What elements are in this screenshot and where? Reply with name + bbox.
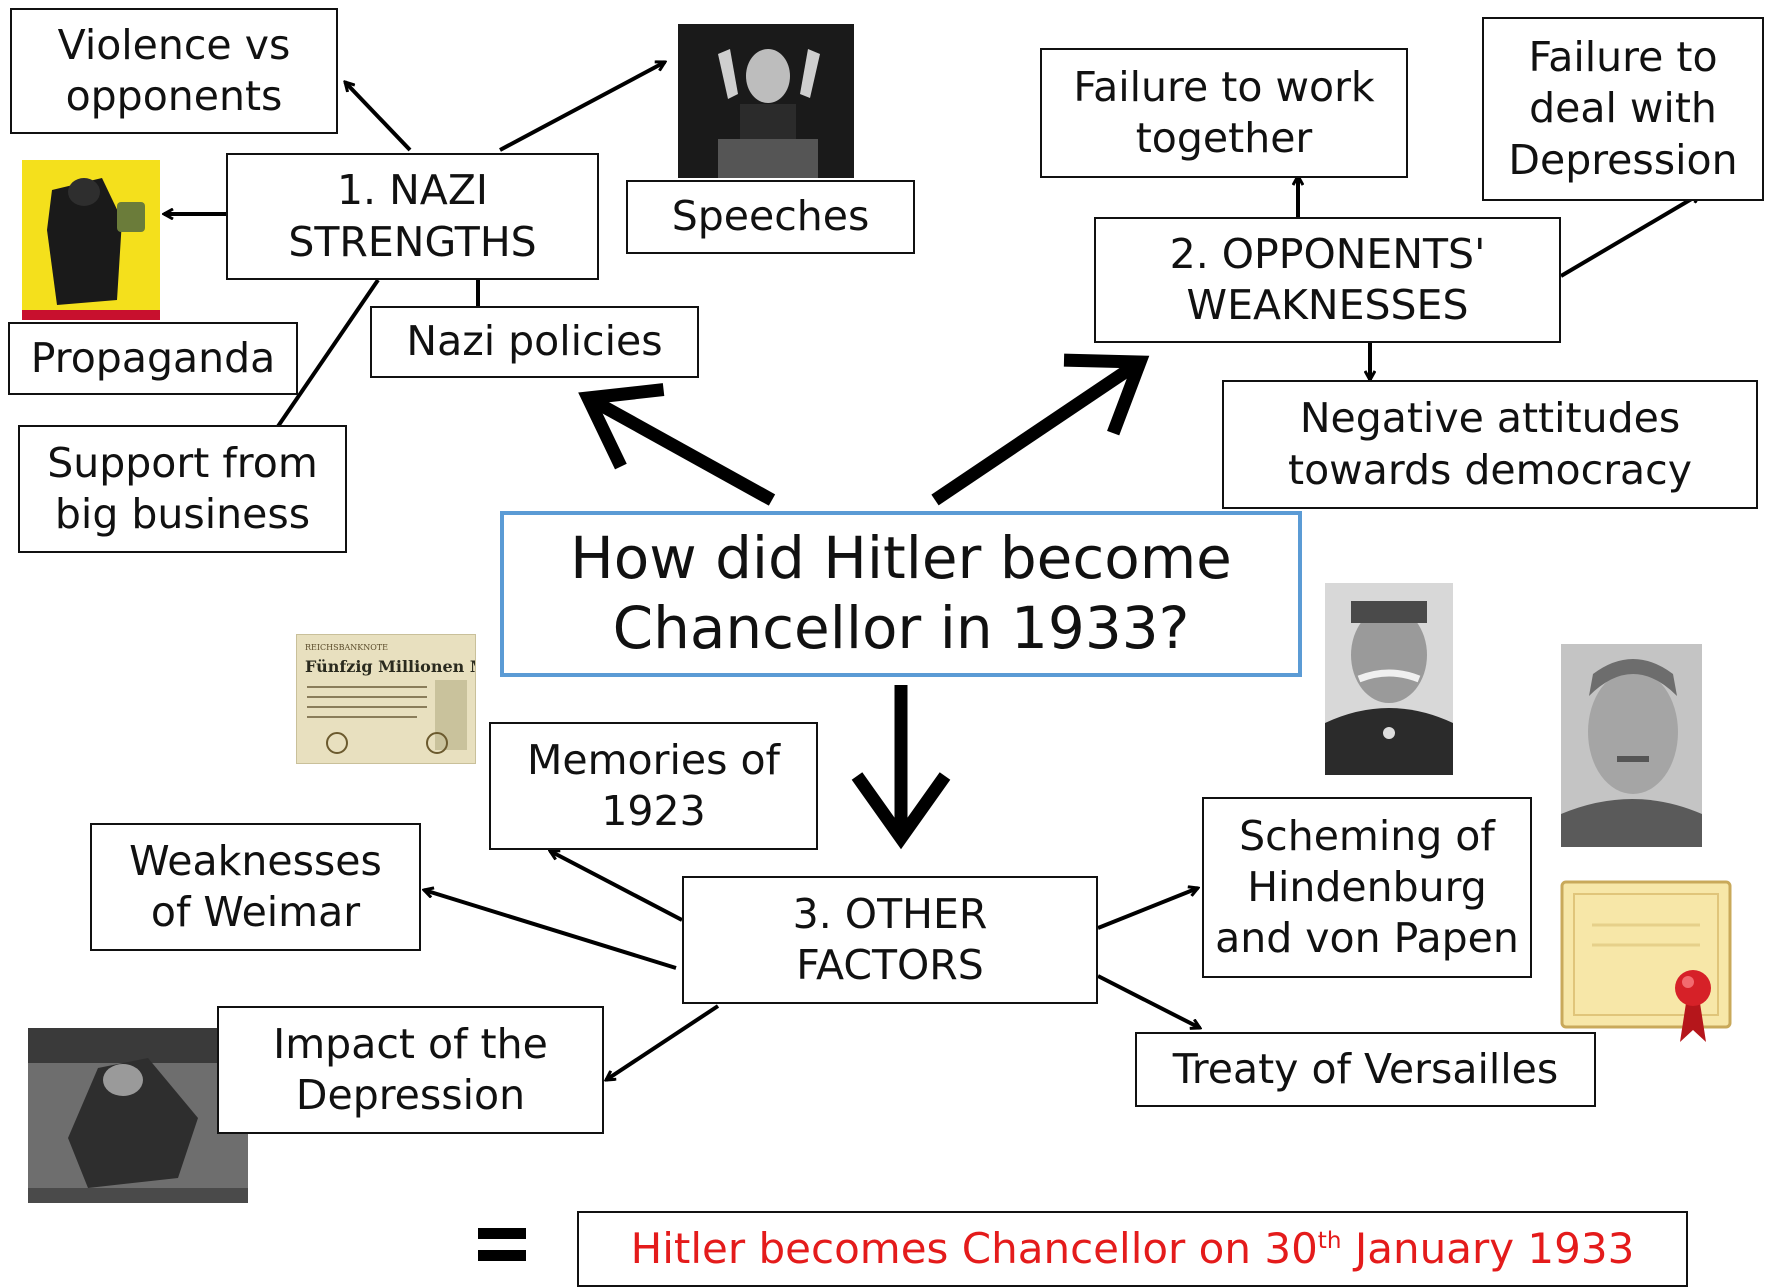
branch-other-factors-label: 3. OTHER FACTORS <box>792 889 988 989</box>
arrow-to-violence <box>345 82 412 152</box>
branch-opponents-weaknesses: 2. OPPONENTS' WEAKNESSES <box>1094 217 1561 343</box>
equals-sign <box>478 1225 526 1265</box>
banknote-title: Fünfzig Millionen Mark <box>305 657 475 676</box>
speech-photo <box>678 24 854 178</box>
arrow-to-scheming <box>1097 888 1198 930</box>
von-papen-portrait <box>1561 644 1702 847</box>
arrow-to-nazi-strengths <box>578 383 776 506</box>
item-impact-of-the-depression: Impact of the Depression <box>217 1006 604 1134</box>
central-question: How did Hitler become Chancellor in 1933… <box>500 511 1302 677</box>
arrow-to-other-factors <box>851 685 951 850</box>
item-impact-of-the-depression-label: Impact of the Depression <box>273 1019 548 1119</box>
arrow-to-versailles <box>1097 974 1200 1028</box>
item-nazi-policies: Nazi policies <box>370 306 699 378</box>
item-failure-to-work-together: Failure to work together <box>1040 48 1408 178</box>
item-violence-vs-opponents-label: Violence vs opponents <box>57 20 291 120</box>
item-support-from-big-business: Support from big business <box>18 425 347 553</box>
item-failure-to-work-together-label: Failure to work together <box>1073 62 1375 162</box>
item-weaknesses-of-weimar: Weaknesses of Weimar <box>90 823 421 951</box>
item-negative-attitudes-towards-democracy-label: Negative attitudes towards democracy <box>1288 394 1692 494</box>
branch-opponents-weaknesses-label: 2. OPPONENTS' WEAKNESSES <box>1169 229 1486 329</box>
item-scheming-of-hindenburg-and-von-papen-label: Scheming of Hindenburg and von Papen <box>1215 811 1519 963</box>
depression-photo <box>28 1028 248 1203</box>
result-suffix: January 1933 <box>1341 1223 1635 1273</box>
item-scheming-of-hindenburg-and-von-papen: Scheming of Hindenburg and von Papen <box>1202 797 1532 978</box>
arrow-to-impact-depression <box>606 1004 720 1080</box>
item-propaganda: Propaganda <box>8 322 298 395</box>
item-speeches: Speeches <box>626 180 915 254</box>
result-text: Hitler becomes Chancellor on 30th Januar… <box>631 1223 1635 1276</box>
result-superscript: th <box>1317 1227 1342 1254</box>
arrow-to-weimar <box>424 890 677 970</box>
branch-nazi-strengths-label: 1. NAZI STRENGTHS <box>288 166 537 266</box>
item-treaty-of-versailles-label: Treaty of Versailles <box>1172 1044 1559 1093</box>
branch-other-factors: 3. OTHER FACTORS <box>682 876 1098 1004</box>
result-prefix: Hitler becomes Chancellor on 30 <box>630 1223 1318 1273</box>
branch-nazi-strengths: 1. NAZI STRENGTHS <box>226 153 599 280</box>
banknote-image: REICHSBANKNOTE Fünfzig Millionen Mark <box>296 634 476 764</box>
banknote-header: REICHSBANKNOTE <box>305 643 388 652</box>
item-memories-of-1923-label: Memories of 1923 <box>526 735 780 835</box>
item-propaganda-label: Propaganda <box>30 333 276 382</box>
arrow-to-speeches <box>499 60 665 152</box>
hindenburg-portrait <box>1325 583 1453 775</box>
arrow-to-failure-depression <box>1559 192 1700 278</box>
central-question-text: How did Hitler become Chancellor in 1933… <box>570 524 1232 662</box>
arrow-to-memories-1923 <box>550 849 683 922</box>
item-treaty-of-versailles: Treaty of Versailles <box>1135 1032 1596 1107</box>
item-violence-vs-opponents: Violence vs opponents <box>10 8 338 134</box>
result-statement: Hitler becomes Chancellor on 30th Januar… <box>577 1211 1688 1287</box>
item-failure-to-deal-with-depression-label: Failure to deal with Depression <box>1508 33 1738 184</box>
item-failure-to-deal-with-depression: Failure to deal with Depression <box>1482 17 1764 201</box>
item-weaknesses-of-weimar-label: Weaknesses of Weimar <box>129 836 382 936</box>
item-nazi-policies-label: Nazi policies <box>406 317 663 366</box>
item-negative-attitudes-towards-democracy: Negative attitudes towards democracy <box>1222 380 1758 509</box>
item-speeches-label: Speeches <box>671 192 870 241</box>
treaty-certificate-icon <box>1560 880 1736 1050</box>
propaganda-poster <box>22 160 160 320</box>
item-memories-of-1923: Memories of 1923 <box>489 722 818 850</box>
item-support-from-big-business-label: Support from big business <box>47 438 318 538</box>
arrow-to-opponents-weaknesses <box>931 353 1150 506</box>
